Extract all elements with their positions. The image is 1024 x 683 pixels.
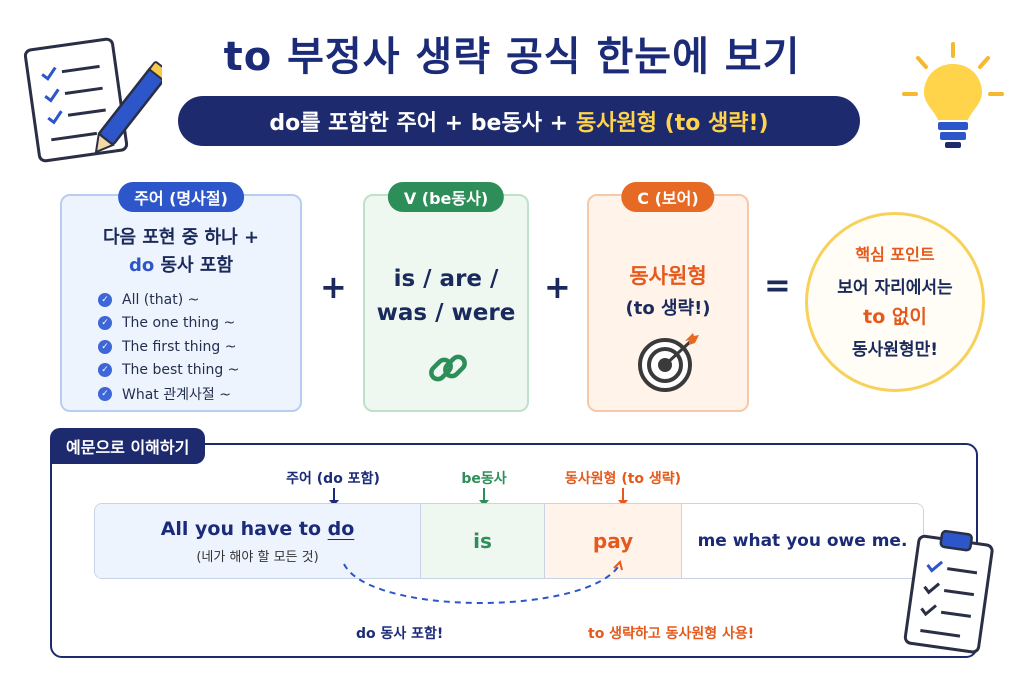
- check-circle-icon: ✓: [98, 339, 112, 354]
- subject-description-do: do: [128, 255, 155, 276]
- annotation-subject: 주어 (do 포함): [286, 471, 380, 487]
- subject-description-rest: 동사 포함: [154, 255, 234, 276]
- note-to-omitted: to 생략하고 동사원형 사용!: [588, 626, 755, 642]
- clipboard-check-icon: [903, 529, 994, 654]
- formula-banner-prefix: do를 포함한 주어 + be동사 +: [269, 111, 569, 136]
- arrow-down-icon: [329, 488, 339, 506]
- list-item-label: All (that) ~: [122, 291, 200, 308]
- check-circle-icon: ✓: [98, 363, 112, 378]
- complement-card: C (보어) 동사원형 (to 생략!): [587, 182, 749, 412]
- subject-card-label: 주어 (명사절): [118, 182, 244, 212]
- list-item: ✓ The best thing ~: [98, 359, 239, 383]
- check-circle-icon: ✓: [98, 292, 112, 307]
- notepad-pencil-icon: [23, 37, 162, 163]
- subject-card: 주어 (명사절) 다음 포현 중 하나 + do 동사 포함 ✓ All (tha…: [60, 182, 302, 412]
- list-item: ✓ All (that) ~: [98, 288, 239, 312]
- plus-operator: +: [544, 268, 571, 306]
- formula-banner: do를 포함한 주어 + be동사 + 동사원형 (to 생략!): [178, 96, 860, 146]
- key-point-line3: 동사원형만!: [852, 340, 938, 360]
- page-title: to 부정사 생략 공식 한눈에 보기: [223, 34, 801, 80]
- list-item-label: The one thing ~: [122, 315, 236, 332]
- plus-operator: +: [320, 268, 347, 306]
- list-item: ✓ The first thing ~: [98, 335, 239, 359]
- arrow-down-icon: [618, 488, 628, 506]
- check-circle-icon: ✓: [98, 386, 112, 401]
- sentence-complement: pay: [592, 529, 634, 553]
- lightbulb-icon: [902, 42, 1004, 148]
- sentence-subject-prefix: All you have to: [160, 517, 328, 540]
- sentence-subject: All you have to do: [161, 518, 355, 540]
- key-point-line1: 보어 자리에서는: [837, 278, 953, 298]
- sentence-subject-do: do: [327, 517, 355, 540]
- arrow-down-icon: [479, 488, 489, 506]
- sentence-subject-segment: All you have to do (네가 해야 할 모든 것): [95, 504, 421, 578]
- verb-card-label: V (be동사): [387, 182, 505, 212]
- example-sentence: All you have to do (네가 해야 할 모든 것) is pay…: [94, 503, 924, 579]
- verb-forms: is / are / was / were: [365, 262, 527, 330]
- sentence-verb-segment: is: [421, 504, 545, 578]
- subject-checklist: ✓ All (that) ~ ✓ The one thing ~ ✓ The firs…: [98, 288, 239, 406]
- sentence-rest-segment: me what you owe me.: [682, 504, 923, 578]
- key-point-title: 핵심 포인트: [855, 245, 935, 264]
- sentence-subject-translation: (네가 해야 할 모든 것): [196, 549, 319, 565]
- complement-main: 동사원형: [629, 264, 707, 288]
- verb-card: V (be동사) is / are / was / were: [363, 182, 529, 412]
- list-item: ✓ What 관계사절 ~: [98, 382, 239, 406]
- sentence-verb: is: [473, 529, 492, 553]
- annotation-verb: be동사: [461, 471, 507, 487]
- verb-forms-line2: was / were: [376, 300, 516, 326]
- formula-banner-highlight: 동사원형 (to 생략!): [576, 111, 769, 136]
- complement-sub: (to 생략!): [625, 298, 711, 319]
- subject-description: 다음 포현 중 하나 + do 동사 포함: [62, 224, 300, 280]
- list-item: ✓ The one thing ~: [98, 312, 239, 336]
- sentence-complement-segment: pay: [545, 504, 682, 578]
- list-item-label: The first thing ~: [122, 338, 237, 355]
- connector-curve: [343, 560, 623, 604]
- check-circle-icon: ✓: [98, 316, 112, 331]
- key-point-line2: to 없이: [863, 306, 927, 328]
- link-icon: [429, 354, 467, 382]
- target-icon: [638, 333, 699, 392]
- complement-card-label: C (보어): [621, 182, 715, 212]
- sentence-rest: me what you owe me.: [697, 531, 908, 551]
- verb-forms-line1: is / are /: [393, 266, 499, 292]
- example-tab: 예문으로 이해하기: [50, 428, 206, 464]
- subject-description-line2: do 동사 포함: [62, 252, 300, 280]
- list-item-label: The best thing ~: [122, 362, 240, 379]
- annotation-complement: 동사원형 (to 생략): [564, 471, 682, 487]
- list-item-label: What 관계사절 ~: [122, 386, 231, 403]
- key-point-circle: 핵심 포인트 보어 자리에서는 to 없이 동사원형만!: [805, 212, 985, 392]
- note-do-included: do 동사 포함!: [356, 626, 444, 642]
- subject-description-line1: 다음 포현 중 하나 +: [102, 227, 260, 248]
- equals-operator: =: [764, 266, 791, 304]
